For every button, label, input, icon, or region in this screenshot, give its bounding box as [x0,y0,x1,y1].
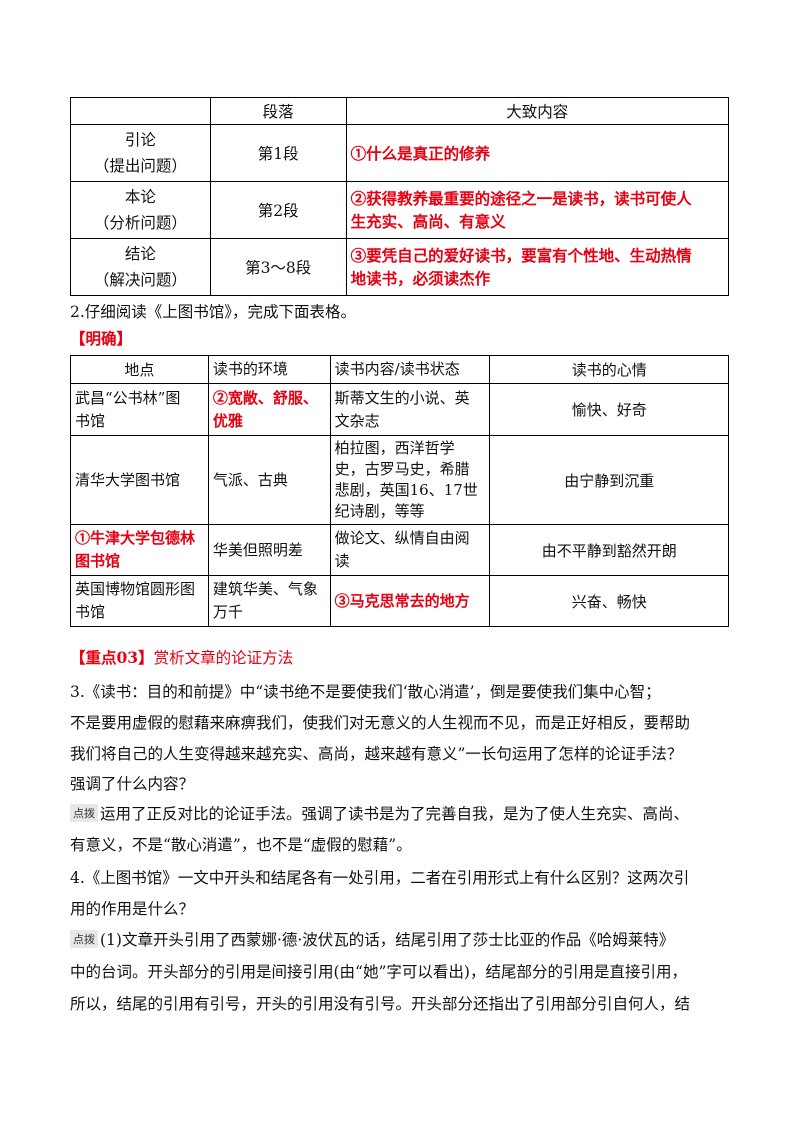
section-heading: 【重点03】赏析文章的论证方法 [70,646,730,668]
part-sub-label: （分析问题） [93,214,187,232]
paragraph-cell: 第2段 [209,181,347,239]
header-cell: 读书的心情 [489,355,729,384]
env-line: ②宽敞、舒服、 [212,388,318,407]
table-row: 英国博物馆圆形图 书馆 建筑华美、气象 万千 ③马克思常去的地方 兴奋、畅快 [70,575,729,627]
mood-cell: 兴奋、畅快 [489,575,729,627]
paragraph-cell: 第3～8段 [209,238,347,296]
env-cell: 华美但照明差 [207,524,331,576]
answer-tag: 【明确】 [70,329,133,348]
header-cell: 段落 [209,97,347,125]
part-cell: 本论 （分析问题） [70,181,211,239]
place-cell: 英国博物馆圆形图 书馆 [70,575,209,627]
place-line: 书馆 [75,603,106,621]
part-label: 本论 [124,188,156,206]
place-line: 书馆 [75,411,106,430]
place-line: 图书馆 [75,552,121,570]
env-cell: ②宽敞、舒服、 优雅 [207,383,331,436]
content-line: 史，古罗马史，希腊 [334,460,470,478]
header-cell: 读书内容/读书状态 [329,355,491,384]
structure-table: 段落 大致内容 引论 （提出问题） 第1段 ①什么是真正的修养 本论 （分析问题… [70,97,730,296]
table-row: ①牛津大学包德林 图书馆 华美但照明差 做论文、纵情自由阅 读 由不平静到豁然开… [70,524,729,576]
part-cell: 引论 （提出问题） [70,124,211,182]
content-cell: 做论文、纵情自由阅 读 [329,524,491,576]
mood-cell: 由不平静到豁然开朗 [489,524,729,576]
place-cell: ①牛津大学包德林 图书馆 [70,524,209,576]
question-3-line: 强调了什么内容？ [70,775,195,793]
library-table: 地点 读书的环境 读书内容/读书状态 读书的心情 武昌“公书林”图 书馆 ②宽敞… [70,355,729,627]
content-line: 地读书，必须读杰作 [350,269,491,288]
content-cell: ②获得教养最重要的途径之一是读书，读书可使人 生充实、高尚、有意义 [345,181,730,239]
question-4-line: 用的作用是什么？ [70,900,195,918]
content-line: 做论文、纵情自由阅 [334,529,470,547]
content-cell: ③马克思常去的地方 [329,575,491,627]
content-line: 悲剧，英国16、17世 [334,481,478,499]
env-line: 优雅 [212,411,243,430]
table-header-row: 段落 大致内容 [70,97,730,125]
answer-4-line: 中的台词。开头部分的引用是间接引用(由“她”字可以看出)，结尾部分的引用是直接引… [70,963,687,981]
header-cell: 地点 [70,355,209,384]
header-cell [70,97,211,125]
answer-4-line: 所以，结尾的引用有引号，开头的引用没有引号。开头部分还指出了引用部分引自何人，结 [70,995,691,1013]
content-cell: 斯蒂文生的小说、英 文杂志 [329,383,491,436]
place-cell: 武昌“公书林”图 书馆 [70,383,209,436]
part-cell: 结论 （解决问题） [70,238,211,296]
content-line: 生充实、高尚、有意义 [350,212,506,231]
question-3-line: 3.《读书：目的和前提》中“读书绝不是要使我们‘散心消遣’，倒是要使我们集中心智… [70,683,661,701]
place-line: ①牛津大学包德林 [75,529,196,547]
env-line: 万千 [212,603,243,621]
place-cell: 清华大学图书馆 [70,435,209,525]
question-3-line: 不是要用虚假的慰藉来麻痹我们，使我们对无意义的人生视而不见，而是正好相反，要帮助 [70,714,691,732]
header-cell: 读书的环境 [207,355,331,384]
mood-cell: 由宁静到沉重 [489,435,729,525]
section-tag: 【重点03】 [70,648,154,667]
header-cell: 大致内容 [345,97,730,125]
question-3-line: 我们将自己的人生变得越来越充实、高尚，越来越有意义”一长句运用了怎样的论证手法？ [70,745,683,763]
table-row: 引论 （提出问题） 第1段 ①什么是真正的修养 [70,124,730,182]
part-sub-label: （解决问题） [93,271,187,289]
place-line: 英国博物馆圆形图 [75,580,196,598]
content-line: 斯蒂文生的小说、英 [334,388,470,407]
table-row: 结论 （解决问题） 第3～8段 ③要凭自己的爱好读书，要富有个性地、生动热情 地… [70,238,730,296]
content-line: ③要凭自己的爱好读书，要富有个性地、生动热情 [350,246,692,265]
answer-text: 运用了正反对比的论证手法。强调了读书是为了完善自我，是为了使人生充实、高尚、 [100,805,690,823]
content-line: 文杂志 [334,411,380,430]
table-header-row: 地点 读书的环境 读书内容/读书状态 读书的心情 [70,355,729,384]
place-line: 武昌“公书林”图 [75,388,181,407]
section-title: 赏析文章的论证方法 [153,649,294,667]
table-row: 清华大学图书馆 气派、古典 柏拉图，西洋哲学 史，古罗马史，希腊 悲剧，英国16… [70,435,729,525]
part-sub-label: （提出问题） [93,157,187,175]
answer-3-line: 点拨运用了正反对比的论证手法。强调了读书是为了完善自我，是为了使人生充实、高尚、 [70,802,730,824]
hint-badge: 点拨 [70,930,98,948]
part-label: 结论 [124,245,156,263]
question-2: 2.仔细阅读《上图书馆》，完成下面表格。 [70,303,357,321]
question-4-line: 4.《上图书馆》一文中开头和结尾各有一处引用，二者在引用形式上有什么区别？这两次… [70,869,690,887]
mood-cell: 愉快、好奇 [489,383,729,436]
answer-text: (1)文章开头引用了西蒙娜·德·波伏瓦的话，结尾引用了莎士比亚的作品《哈姆莱特》 [100,931,675,949]
content-cell: ①什么是真正的修养 [345,124,730,182]
content-line: 柏拉图，西洋哲学 [334,439,455,457]
content-cell: 柏拉图，西洋哲学 史，古罗马史，希腊 悲剧，英国16、17世 纪诗剧，等等 [329,435,491,525]
env-cell: 建筑华美、气象 万千 [207,575,331,627]
table-row: 本论 （分析问题） 第2段 ②获得教养最重要的途径之一是读书，读书可使人 生充实… [70,181,730,239]
content-cell: ③要凭自己的爱好读书，要富有个性地、生动热情 地读书，必须读杰作 [345,238,730,296]
answer-3-line: 有意义，不是“散心消遣”，也不是“虚假的慰藉”。 [70,836,412,854]
paragraph-cell: 第1段 [209,124,347,182]
content-line: 读 [334,552,350,570]
env-line: 建筑华美、气象 [212,580,318,598]
part-label: 引论 [124,131,156,149]
content-line: 纪诗剧，等等 [334,502,425,520]
env-cell: 气派、古典 [207,435,331,525]
content-line: ②获得教养最重要的途径之一是读书，读书可使人 [350,189,692,208]
hint-badge: 点拨 [70,804,98,822]
table-row: 武昌“公书林”图 书馆 ②宽敞、舒服、 优雅 斯蒂文生的小说、英 文杂志 愉快、… [70,383,729,436]
answer-4-line: 点拨(1)文章开头引用了西蒙娜·德·波伏瓦的话，结尾引用了莎士比亚的作品《哈姆莱… [70,928,730,950]
